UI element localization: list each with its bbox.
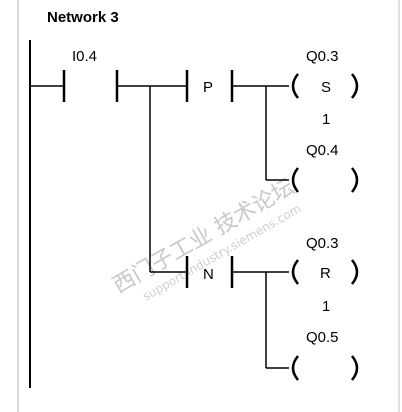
coil-right-paren — [351, 167, 359, 193]
coil-address: Q0.4 — [306, 142, 339, 159]
coil-reset-q0-3[interactable]: R — [291, 259, 359, 285]
network-title: Network 3 — [47, 9, 119, 26]
coil-q0-4[interactable] — [291, 167, 359, 193]
coil-set-q0-3[interactable]: S — [291, 73, 359, 99]
watermark: 西门子工业 技术论坛 support.industry.siemens.com — [109, 175, 304, 304]
coil-mode: S — [321, 79, 331, 96]
coil-right-paren — [351, 355, 359, 381]
coil-left-paren — [291, 167, 299, 193]
coil-count: 1 — [322, 298, 330, 315]
coil-left-paren — [291, 73, 299, 99]
coil-left-paren — [291, 355, 299, 381]
contact-i0-4[interactable] — [62, 70, 119, 102]
coil-address: Q0.3 — [306, 235, 339, 252]
coil-left-paren — [291, 259, 299, 285]
contact-address: I0.4 — [72, 48, 97, 65]
positive-edge-p[interactable]: P — [185, 70, 234, 102]
coil-q0-5[interactable] — [291, 355, 359, 381]
coil-address: Q0.3 — [306, 48, 339, 65]
coil-count: 1 — [322, 111, 330, 128]
coil-right-paren — [351, 73, 359, 99]
coil-right-paren — [351, 259, 359, 285]
coil-address: Q0.5 — [306, 329, 339, 346]
n-label: N — [203, 266, 214, 283]
p-label: P — [203, 79, 213, 96]
coil-mode: R — [320, 265, 331, 282]
